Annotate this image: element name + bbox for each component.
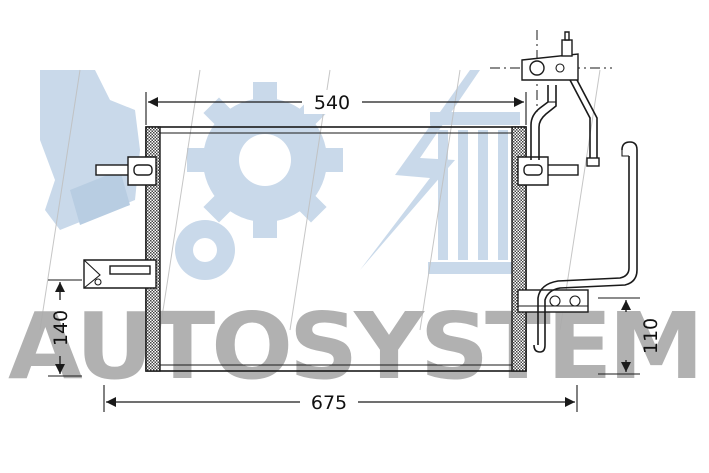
dimension-label-675: 675 (311, 392, 347, 414)
lightning-icon (360, 70, 480, 270)
inlet-pipe (530, 85, 557, 160)
dimension-label-140: 140 (50, 310, 72, 346)
watermark-text: AUTOSYSTEM (8, 293, 700, 400)
right-upper-bracket (517, 156, 579, 186)
left-tank (145, 126, 161, 372)
dimension-overall-width: 675 (103, 385, 578, 414)
watermark-graphics (40, 70, 522, 280)
dimension-right-height: 110 (598, 297, 662, 375)
condenser (83, 30, 638, 372)
left-upper-bracket (95, 156, 157, 186)
outlet-pipe (533, 141, 638, 353)
dimension-top-width: 540 (145, 90, 527, 125)
dimension-left-height: 140 (48, 279, 82, 377)
dimension-label-540: 540 (314, 92, 350, 114)
building-icon (428, 112, 522, 274)
inlet-fitting (490, 30, 612, 167)
dimension-label-110: 110 (640, 318, 662, 354)
right-lower-bracket (517, 289, 589, 313)
left-lower-bracket (83, 259, 157, 289)
